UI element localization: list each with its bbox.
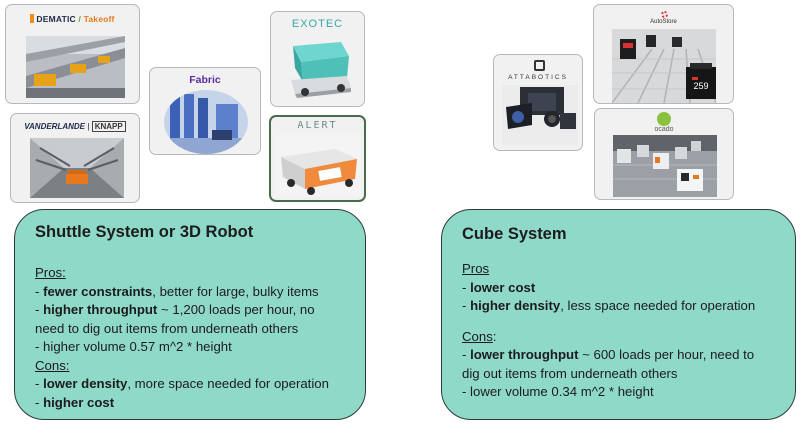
dematic-mark-icon	[30, 14, 35, 23]
attabotics-card: ATTABOTICS	[493, 54, 583, 151]
cube-pros-heading: Pros	[462, 261, 490, 276]
shuttle-cons-heading: Cons:	[35, 357, 70, 373]
exotec-logo: EXOTEC	[291, 18, 344, 30]
ocado-grid-photo	[613, 135, 717, 197]
cube-cons-heading-row: Cons:	[462, 328, 497, 344]
ocado-card: ocado	[594, 108, 734, 200]
alert-robot-photo	[275, 135, 361, 197]
dematic-shuttle-photo	[26, 36, 125, 98]
alert-logo: ALERT	[297, 120, 338, 131]
exotec-card: EXOTEC	[270, 11, 365, 107]
shuttle-cons-item: - lower density, more space needed for o…	[35, 376, 329, 391]
fabric-robots-photo	[164, 90, 248, 154]
shuttle-system-title: Shuttle System or 3D Robot	[35, 223, 254, 241]
shuttle-system-panel: Shuttle System or 3D Robot Pros: - fewer…	[14, 209, 366, 420]
cube-system-title: Cube System	[462, 225, 567, 243]
ocado-mark-icon	[657, 112, 671, 126]
fabric-logo: Fabric	[189, 74, 221, 86]
alert-card: ALERT	[269, 115, 366, 202]
cube-pros-item: - lower cost	[462, 279, 536, 295]
ocado-logo: ocado	[654, 126, 674, 133]
cube-cons-item: - lower volume 0.34 m^2 * height	[462, 384, 654, 399]
attabotics-robot-photo	[502, 85, 578, 145]
autostore-logo: AutoStore	[650, 19, 677, 25]
dematic-takeoff-logo: DEMATIC / Takeoff	[6, 14, 139, 24]
robot-display-text: 259	[693, 81, 708, 91]
cube-cons-item: - lower throughput ~ 600 loads per hour,…	[462, 347, 755, 381]
fabric-card: Fabric	[149, 67, 261, 155]
attabotics-logo: ATTABOTICS	[508, 74, 568, 81]
shuttle-pros-heading: Pros:	[35, 265, 66, 280]
shuttle-pros-item: - fewer constraints, better for large, b…	[35, 283, 319, 299]
vanderlande-knapp-logo: VANDERLANDE | KNAPP	[11, 121, 139, 132]
takeoff-logo-text: Takeoff	[83, 14, 115, 24]
shuttle-pros-item: - higher throughput ~ 1,200 loads per ho…	[35, 302, 315, 336]
cube-system-panel: Cube System Pros - lower cost - higher d…	[441, 209, 796, 420]
shuttle-pros-item: - higher volume 0.57 m^2 * height	[35, 339, 232, 354]
vanderlande-knapp-card: VANDERLANDE | KNAPP	[10, 113, 140, 203]
knapp-logo-text: KNAPP	[91, 121, 126, 132]
cube-cons-heading: Cons	[462, 328, 493, 344]
dematic-logo-text: DEMATIC	[36, 14, 76, 24]
autostore-mark-icon	[661, 11, 668, 18]
attabotics-mark-icon	[534, 60, 545, 71]
dematic-takeoff-card: DEMATIC / Takeoff	[5, 4, 140, 104]
autostore-grid-photo: 259	[612, 29, 716, 103]
vanderlande-shuttle-photo	[30, 138, 124, 198]
cube-pros-item: - higher density, less space needed for …	[462, 298, 756, 313]
vanderlande-logo-text: VANDERLANDE	[24, 122, 86, 131]
shuttle-cons-item: - higher cost	[35, 394, 115, 410]
autostore-card: AutoStore 259	[593, 4, 734, 104]
exotec-skypod-photo	[283, 36, 355, 102]
